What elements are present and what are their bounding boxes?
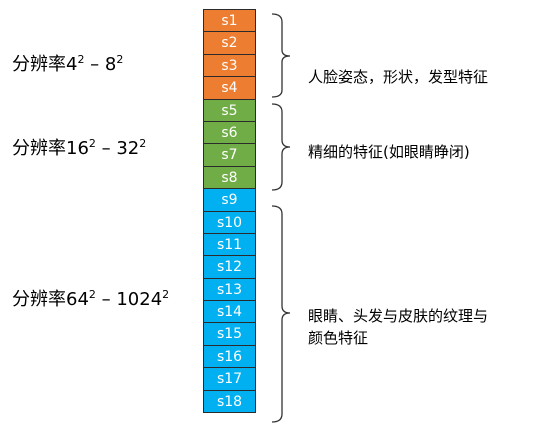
stage-cell: s9 <box>203 188 256 212</box>
resolution-label-middle: 分辨率162 – 322 <box>12 134 146 160</box>
res-to: 8 <box>104 54 117 75</box>
res-from-exp: 2 <box>88 288 96 301</box>
description-coarse: 人脸姿态，形状，发型特征 <box>308 66 488 88</box>
res-to: 1024 <box>116 289 163 310</box>
stage-cell: s17 <box>203 367 256 391</box>
res-prefix: 分辨率 <box>12 54 66 75</box>
bracket-middle <box>271 103 291 191</box>
res-to: 32 <box>116 138 140 159</box>
bracket-coarse <box>271 13 291 98</box>
resolution-label-coarse: 分辨率42 – 82 <box>12 50 123 76</box>
res-from: 16 <box>66 138 89 159</box>
description-middle: 精细的特征(如眼睛睁闭) <box>308 141 470 163</box>
res-from-exp: 2 <box>77 53 85 66</box>
stage-cell: s11 <box>203 232 256 257</box>
description-line: 人脸姿态，形状，发型特征 <box>308 68 489 86</box>
res-to-exp: 2 <box>162 288 170 301</box>
description-line: 精细的特征(如眼睛睁闭) <box>308 143 470 161</box>
stage-cell: s2 <box>203 31 256 55</box>
res-from: 4 <box>66 54 78 75</box>
stage-cell: s18 <box>203 389 256 414</box>
description-line: 眼睛、头发与皮肤的纹理与 <box>308 307 489 325</box>
res-to-exp: 2 <box>139 137 147 150</box>
stage-cell: s1 <box>203 9 256 33</box>
bracket-fine <box>271 205 291 423</box>
res-from: 64 <box>66 289 89 310</box>
stage-stack: s1 s2 s3 s4 s5 s6 s7 s8 s9 s10 s11 s12 s… <box>203 9 256 414</box>
res-sep: – <box>95 138 117 159</box>
res-to-exp: 2 <box>116 53 124 66</box>
resolution-label-fine: 分辨率642 – 10242 <box>12 285 169 311</box>
res-sep: – <box>95 289 117 310</box>
stage-cell: s16 <box>203 344 256 369</box>
res-sep: – <box>84 54 105 75</box>
stage-cell: s4 <box>203 76 256 100</box>
res-prefix: 分辨率 <box>12 289 66 310</box>
res-prefix: 分辨率 <box>12 138 66 159</box>
description-line: 颜色特征 <box>308 329 369 347</box>
description-fine: 眼睛、头发与皮肤的纹理与 颜色特征 <box>308 305 488 349</box>
res-from-exp: 2 <box>88 137 96 150</box>
